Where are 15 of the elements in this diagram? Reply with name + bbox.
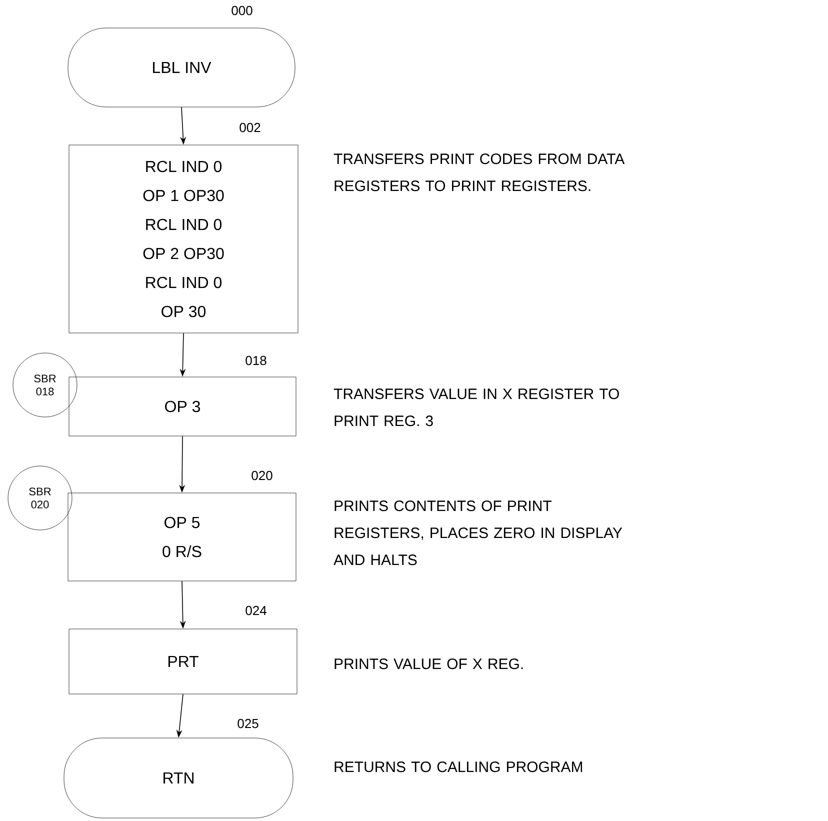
description-text: TRANSFERS VALUE IN X REGISTER TO PRINT REG. 3: [334, 388, 619, 426]
step-number: 020: [252, 470, 272, 480]
step-number: 002: [240, 122, 260, 132]
process-box: OP 5 0 R/S: [68, 492, 296, 582]
process-box: PRT: [68, 628, 298, 694]
process-box: OP 3: [68, 376, 296, 436]
process-box: RCL IND 0 OP 1 OP30 RCL IND 0 OP 2 OP30 RCL IND 0 OP 30: [68, 144, 298, 334]
step-number: 024: [246, 606, 266, 616]
description-text: RETURNS TO CALLING PROGRAM: [334, 762, 582, 772]
step-number: 025: [238, 718, 258, 728]
description-text: TRANSFERS PRINT CODES FROM DATA REGISTERS TO PRINT REGISTERS.: [334, 154, 625, 192]
description-text: PRINTS VALUE OF X REG.: [334, 658, 523, 670]
step-number: 018: [246, 356, 266, 366]
step-number: 000: [232, 6, 252, 16]
description-text: PRINTS CONTENTS OF PRINT REGISTERS, PLACES ZERO IN DISPLAY AND HALTS: [334, 500, 622, 566]
